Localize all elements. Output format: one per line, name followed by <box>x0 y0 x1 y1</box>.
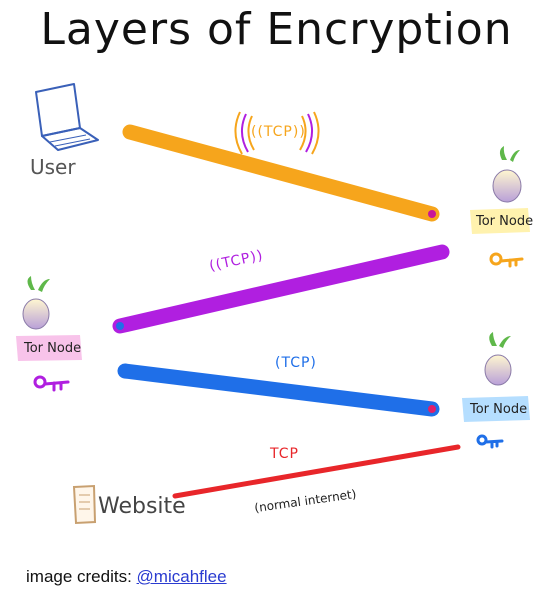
image-credits: image credits: @micahflee <box>26 567 227 587</box>
key-icon <box>33 375 70 392</box>
tor-node-label: Tor Node <box>24 341 82 356</box>
tor-node-highlight <box>462 396 530 422</box>
purple-line-start-dot <box>116 322 124 330</box>
blue-line-end-dot <box>428 405 436 413</box>
orange-line-end-dot <box>428 210 436 218</box>
key-icon <box>489 252 524 268</box>
tor-node-label: Tor Node <box>470 402 528 417</box>
orange-signal-arcs <box>234 111 320 155</box>
tcp-label-orange: ((TCP)) <box>251 124 306 140</box>
purple-connection-line <box>112 244 450 334</box>
orange-connection-line <box>122 124 440 222</box>
website-label: Website <box>98 494 186 519</box>
diagram-title: Layers of Encryption <box>40 4 513 55</box>
laptop-icon <box>35 83 99 151</box>
key-icon <box>476 434 504 449</box>
onion-icon <box>22 276 50 330</box>
webpage-icon <box>72 484 97 525</box>
red-connection-line <box>172 444 461 499</box>
onion-icon <box>484 332 512 386</box>
onion-icon <box>492 146 522 203</box>
tor-node-highlight <box>16 335 82 361</box>
tcp-label-blue: (TCP) <box>275 355 317 371</box>
user-label: User <box>30 155 76 179</box>
credits-prefix: image credits: <box>26 567 137 586</box>
blue-connection-line <box>117 363 440 417</box>
tcp-label-red: TCP <box>270 446 299 462</box>
tor-node-highlight <box>470 208 530 234</box>
tor-node-label: Tor Node <box>476 214 534 229</box>
credits-author-link[interactable]: @micahflee <box>136 567 227 586</box>
